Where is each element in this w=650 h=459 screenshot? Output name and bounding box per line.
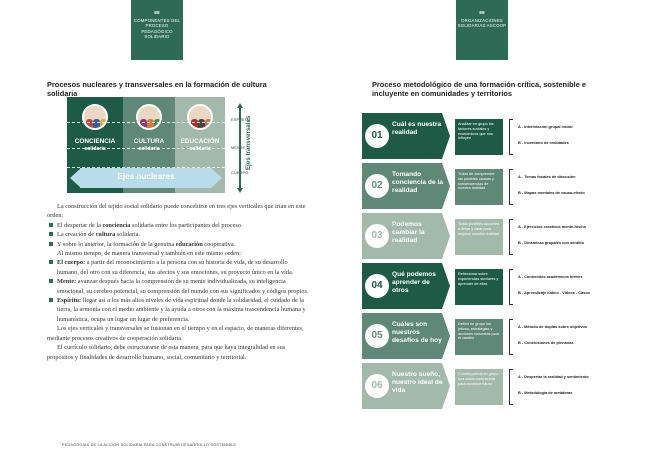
- step-number: 02: [371, 180, 383, 191]
- step-option-a: A - Despertar la realidad y sentimiento: [518, 374, 589, 379]
- step-number: 06: [371, 380, 383, 391]
- step-description: Reflexionar sobre experiencias similares…: [455, 269, 503, 305]
- section-heading: Procesos nucleares y transversales en la…: [47, 80, 267, 99]
- page-badge: 88 COMPONENTES DEL PROCESO PEDAGÓGICO SO…: [131, 0, 183, 60]
- transversal-axis-label: Ejes transversales: [245, 115, 252, 170]
- bracket: [509, 269, 513, 305]
- divider-line: [67, 122, 225, 123]
- badge-label: COMPONENTES DEL PROCESO PEDAGÓGICO SOLID…: [133, 17, 181, 40]
- step-number-badge: 04: [365, 274, 389, 298]
- bracket: [509, 369, 513, 405]
- group-photo: [82, 104, 108, 130]
- bracket: [509, 219, 513, 255]
- step-option-b: B - Aprendizaje lúdico - Videos - Casos: [518, 290, 590, 295]
- list-item: La creación de cultura solidaria.: [47, 230, 309, 239]
- step-number: 04: [371, 280, 383, 291]
- step-option-b: B - Dinámicas grupales con sentido: [518, 240, 584, 245]
- badge-label: ORGANIZACIONES SOLIDARIAS ASCOOP: [457, 17, 507, 29]
- page-badge: 89 ORGANIZACIONES SOLIDARIAS ASCOOP: [456, 0, 508, 60]
- step-title: Nuestro sueño, nuestro ideal de vida: [392, 371, 443, 394]
- page-footer: PEDAGOGÍAS DE LA ACCIÓN SOLIDARIA PARA C…: [62, 443, 237, 447]
- step-row: 03 Podemos cambiar la realidad Tratar po…: [362, 213, 642, 259]
- step-option-a: A - Contenidos académicos breves: [518, 274, 583, 279]
- step-description: Analizar en grupo los factores sociales …: [455, 119, 503, 155]
- paragraph: Los ejes verticales y transversales se f…: [47, 325, 304, 342]
- divider-line: [67, 148, 225, 149]
- step-row: 02 Tomando conciencia de la realidad Tra…: [362, 163, 642, 209]
- list-item: El despertar de la conciencia solidaria …: [47, 221, 309, 230]
- step-title: Cuáles son nuestros desafíos de hoy: [392, 321, 442, 344]
- list-item: El cuerpo: a partir del reconocimiento a…: [47, 258, 309, 277]
- nuclear-axis-arrow: Ejes nucleares: [70, 168, 222, 188]
- paragraph: La construcción del tejido social solida…: [47, 203, 306, 220]
- right-page: 89 ORGANIZACIONES SOLIDARIAS ASCOOP Proc…: [325, 0, 650, 459]
- transversal-axis-arrow: [237, 103, 243, 193]
- step-arrow: 05 Cuáles son nuestros desafíos de hoy: [362, 313, 450, 359]
- step-description: Tratar de comprender las posibles causas…: [455, 169, 503, 205]
- step-option-b: B - Metodología de metáforas: [518, 390, 573, 395]
- step-option-a: A - Método de duplas sobre objetivos: [518, 324, 588, 329]
- step-number-badge: 06: [365, 374, 389, 398]
- step-title: Cuál es nuestra realidad: [392, 121, 442, 136]
- level-label: MENTE: [231, 146, 245, 150]
- step-number-badge: 02: [365, 174, 389, 198]
- divider-line: [67, 167, 225, 168]
- step-number: 01: [371, 130, 383, 141]
- group-photo: [136, 104, 162, 130]
- list-item: Espíritu: llegar así a los más altos niv…: [47, 296, 309, 324]
- step-option-b: B - Mapas mentales de causa-efecto: [518, 190, 585, 195]
- step-option-b: B - Inventario de realidades: [518, 140, 569, 145]
- column-title: EDUCACIÓN solidaria: [180, 138, 220, 152]
- step-row: 06 Nuestro sueño, nuestro ideal de vida …: [362, 363, 642, 409]
- group-photo: [187, 104, 213, 130]
- column-title: CONCIENCIA solidaria: [74, 138, 116, 152]
- step-option-a: A - Ejercicios creativos mente-hecho: [518, 224, 586, 229]
- step-row: 04 Qué podemos aprender de otros Reflexi…: [362, 263, 642, 309]
- step-description: Definir en grupo los jetivos, estrategia…: [455, 319, 503, 355]
- section-heading: Proceso metodológico de una formación cr…: [372, 80, 586, 99]
- list-item: Mente: avanzar después hacia la comprens…: [47, 277, 309, 296]
- step-title: Podemos cambiar la realidad: [392, 221, 425, 244]
- nuclear-axis-label: Ejes nucleares: [117, 172, 175, 181]
- page-number: 89: [479, 10, 485, 15]
- step-title: Tomando conciencia de la realidad: [392, 171, 443, 194]
- list-item: Y sobre lo anterior, la formación de la …: [47, 240, 309, 249]
- step-row: 01 Cuál es nuestra realidad Analizar en …: [362, 113, 642, 159]
- step-option-a: A - Temas focales de discusión: [518, 174, 576, 179]
- body-text: La construcción del tejido social solida…: [47, 202, 309, 362]
- step-arrow: 06 Nuestro sueño, nuestro ideal de vida: [362, 363, 450, 409]
- step-description: Tratar posibles acciones a llevar y cala…: [455, 219, 503, 255]
- step-row: 05 Cuáles son nuestros desafíos de hoy D…: [362, 313, 642, 359]
- step-number-badge: 01: [365, 124, 389, 148]
- step-title: Qué podemos aprender de otros: [392, 271, 436, 294]
- page-number: 88: [154, 10, 160, 15]
- step-number-badge: 05: [365, 324, 389, 348]
- left-page: 88 COMPONENTES DEL PROCESO PEDAGÓGICO SO…: [47, 0, 309, 447]
- step-description: Construyamos en grupo una visión compart…: [455, 369, 503, 405]
- column-title: CULTURA solidaria: [133, 138, 165, 152]
- step-arrow: 03 Podemos cambiar la realidad: [362, 213, 450, 259]
- step-number: 05: [371, 330, 383, 341]
- step-number: 03: [371, 230, 383, 241]
- step-arrow: 01 Cuál es nuestra realidad: [362, 113, 450, 159]
- bracket: [509, 119, 513, 155]
- solidarity-axes-diagram: CONCIENCIA solidaria CULTURA solidaria E…: [67, 97, 225, 193]
- step-arrow: 04 Qué podemos aprender de otros: [362, 263, 450, 309]
- bracket: [509, 319, 513, 355]
- step-arrow: 02 Tomando conciencia de la realidad: [362, 163, 450, 209]
- paragraph: El currículo solidario, debe estructurar…: [47, 344, 286, 361]
- bracket: [509, 169, 513, 205]
- step-option-b: B - Conclusiones de plenarias: [518, 340, 574, 345]
- paragraph: Al mismo tiempo, de manera transversal y…: [57, 250, 241, 258]
- step-option-a: A - Interrelación grupal inicial: [518, 124, 573, 129]
- step-number-badge: 03: [365, 224, 389, 248]
